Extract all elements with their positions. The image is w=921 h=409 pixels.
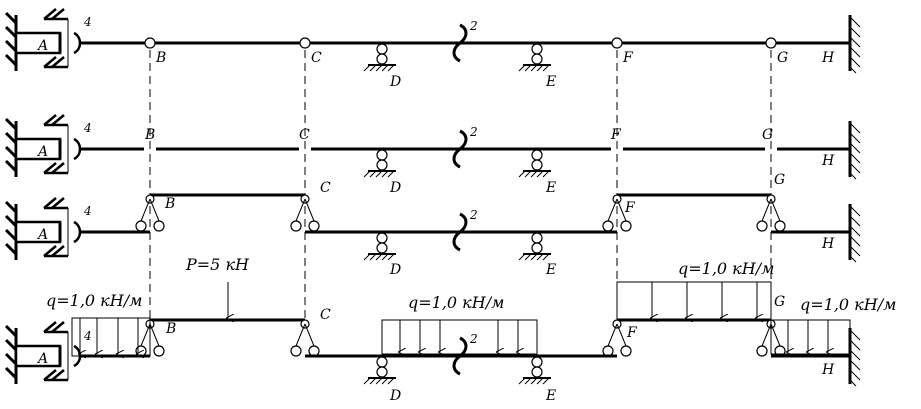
node-label-g: G <box>774 294 785 310</box>
hinge-number-left: 4 <box>83 121 92 135</box>
node-label-f: F <box>622 50 634 66</box>
hinge-number-left: 4 <box>83 15 92 29</box>
row-1-beam: A 4 2 B C D E F G H <box>4 7 862 90</box>
hinge-number-middle: 2 <box>469 19 478 33</box>
node-label-h: H <box>821 236 835 252</box>
node-label-b: B <box>144 127 155 143</box>
node-label-c: C <box>299 127 310 143</box>
node-label-e: E <box>545 74 556 90</box>
node-label-d: D <box>389 262 401 278</box>
hinge-number-middle: 2 <box>469 125 478 139</box>
distributed-load-right-top <box>616 281 772 320</box>
node-label-f: F <box>610 127 622 143</box>
node-label-f: F <box>624 200 636 216</box>
hinge-number-middle: 2 <box>469 208 478 222</box>
node-label-c: C <box>320 180 331 196</box>
node-label-g: G <box>777 50 788 66</box>
hinge-number-left: 4 <box>83 329 92 343</box>
node-label-a: A <box>36 351 48 367</box>
node-label-c: C <box>320 307 331 323</box>
node-label-f: F <box>626 325 638 341</box>
node-label-h: H <box>821 50 835 66</box>
hinge-number-left: 4 <box>83 204 92 218</box>
node-label-c: C <box>311 50 322 66</box>
node-label-a: A <box>36 144 48 160</box>
row-3-beam: A 4 2 B C D E F G H <box>4 172 862 278</box>
node-label-a: A <box>36 227 48 243</box>
distributed-load-middle-label: q=1,0 кН/м <box>408 293 504 312</box>
node-label-e: E <box>545 388 556 404</box>
node-label-e: E <box>545 262 556 278</box>
node-label-d: D <box>389 388 401 404</box>
node-label-d: D <box>389 74 401 90</box>
projection-lines <box>149 50 772 320</box>
distributed-load-left-label: q=1,0 кН/м <box>46 291 142 310</box>
node-label-d: D <box>389 180 401 196</box>
node-label-h: H <box>821 362 835 378</box>
row-2-beam: A 4 2 B C D E F G H <box>4 113 862 196</box>
distributed-load-right-top-label: q=1,0 кН/м <box>678 259 774 278</box>
node-label-b: B <box>165 321 176 337</box>
distributed-load-right-end <box>770 319 851 354</box>
hinge-number-middle: 2 <box>469 332 478 346</box>
distributed-load-left <box>71 317 151 356</box>
row-4-beam: A 4 2 B C D E F G H P=5 кН q=1,0 кН/м <box>4 255 896 404</box>
node-label-b: B <box>164 196 175 212</box>
node-label-g: G <box>774 172 785 188</box>
node-label-g: G <box>762 127 773 143</box>
node-label-b: B <box>155 50 166 66</box>
distributed-load-middle <box>381 319 538 354</box>
node-label-h: H <box>821 153 835 169</box>
point-load-label: P=5 кН <box>185 255 250 274</box>
node-label-a: A <box>36 38 48 54</box>
node-label-e: E <box>545 180 556 196</box>
distributed-load-right-end-label: q=1,0 кН/м <box>800 295 896 314</box>
